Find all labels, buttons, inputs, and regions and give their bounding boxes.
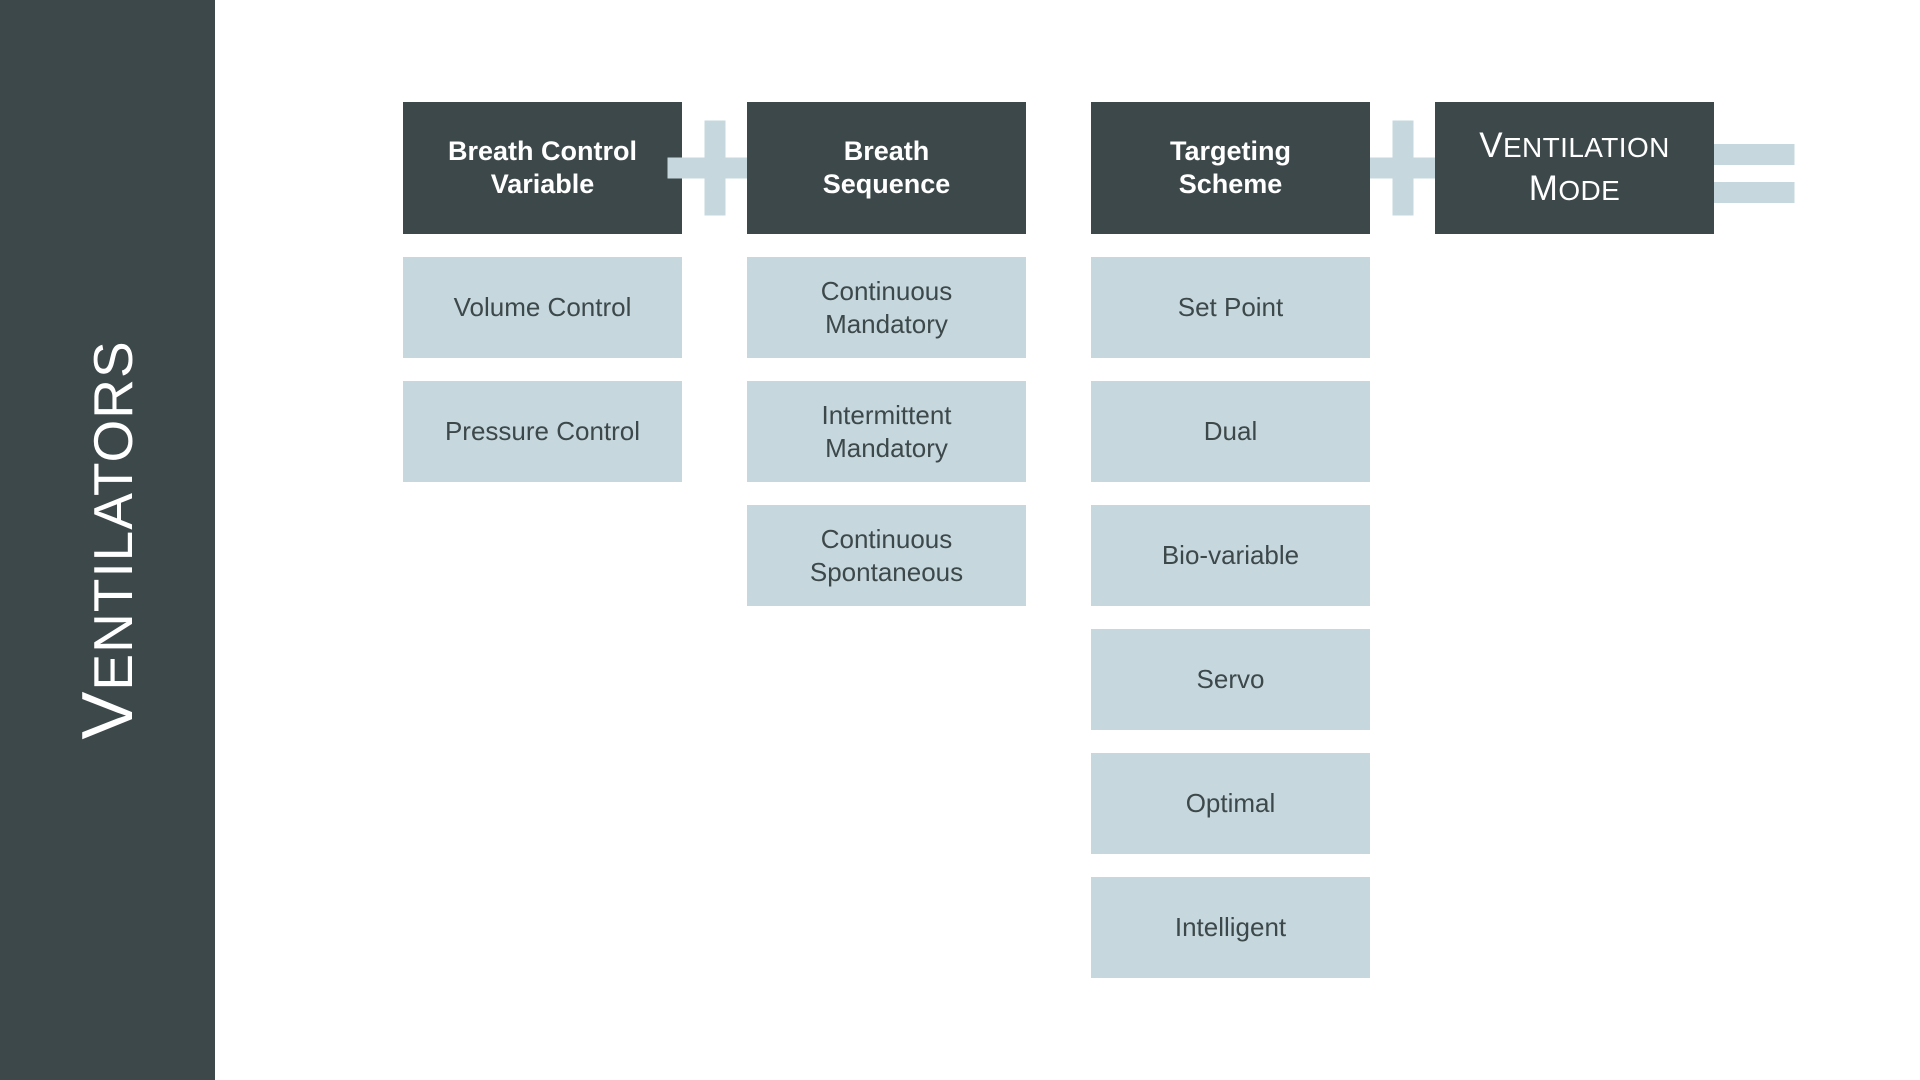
list-item[interactable]: Dual: [1091, 381, 1370, 482]
sidebar-title: VENTILATORS: [68, 340, 148, 739]
header-line-1-rest: ENTILATION: [1502, 132, 1670, 164]
column-breath-control-variable: Breath Control Variable Volume Control P…: [403, 102, 682, 505]
header-line-1: Breath: [843, 136, 930, 167]
plus-horizontal-bar: [1355, 157, 1450, 179]
equals-icon: [1699, 102, 1794, 234]
equals-top-bar: [1699, 144, 1794, 165]
list-item-line-2: Spontaneous: [809, 556, 964, 587]
plus-icon-1: [667, 102, 762, 234]
list-item[interactable]: Bio-variable: [1091, 505, 1370, 606]
column-ventilation-mode: VENTILATION MODE: [1435, 102, 1714, 234]
list-item[interactable]: Intermittent Mandatory: [747, 381, 1026, 482]
list-item[interactable]: Continuous Mandatory: [747, 257, 1026, 358]
list-item[interactable]: Servo: [1091, 629, 1370, 730]
header-line-1: Targeting: [1170, 136, 1291, 167]
list-item[interactable]: Intelligent: [1091, 877, 1370, 978]
plus-icon-2: [1355, 102, 1450, 234]
header-line-2: Sequence: [822, 169, 951, 199]
list-item-line-1: Intermittent: [821, 400, 952, 430]
column-breath-sequence: Breath Sequence Continuous Mandatory Int…: [747, 102, 1026, 629]
item-list-breath-sequence: Continuous Mandatory Intermittent Mandat…: [747, 257, 1026, 606]
list-item-line-2: Mandatory: [825, 432, 948, 463]
list-item[interactable]: Set Point: [1091, 257, 1370, 358]
ventilation-mode-equation-diagram: Breath Control Variable Volume Control P…: [215, 0, 1920, 1080]
header-line-2: Variable: [490, 169, 595, 199]
list-item-line-2: Mandatory: [825, 308, 948, 339]
item-list-targeting-scheme: Set Point Dual Bio-variable Servo Optima…: [1091, 257, 1370, 978]
list-item-line-1: Continuous: [820, 524, 953, 554]
header-line-2-rest: ODE: [1558, 175, 1621, 206]
header-line-2-first-letter: M: [1528, 169, 1559, 208]
column-header-breath-control-variable[interactable]: Breath Control Variable: [403, 102, 682, 234]
equals-bottom-bar: [1699, 182, 1794, 203]
list-item[interactable]: Continuous Spontaneous: [747, 505, 1026, 606]
plus-horizontal-bar: [667, 157, 762, 179]
list-item[interactable]: Pressure Control: [403, 381, 682, 482]
list-item[interactable]: Volume Control: [403, 257, 682, 358]
sidebar: VENTILATORS: [0, 0, 215, 1080]
item-list-breath-control-variable: Volume Control Pressure Control: [403, 257, 682, 482]
header-line-1-first-letter: V: [1479, 126, 1503, 166]
header-line-2: Scheme: [1178, 169, 1283, 199]
header-line-1: VENTILATION: [1479, 125, 1670, 168]
column-targeting-scheme: Targeting Scheme Set Point Dual Bio-vari…: [1091, 102, 1370, 1001]
sidebar-title-rest: ENTILATORS: [81, 340, 144, 691]
header-line-2: MODE: [1479, 168, 1670, 211]
column-header-targeting-scheme[interactable]: Targeting Scheme: [1091, 102, 1370, 234]
column-header-ventilation-mode[interactable]: VENTILATION MODE: [1435, 102, 1714, 234]
list-item-line-1: Continuous: [820, 276, 953, 306]
column-header-breath-sequence[interactable]: Breath Sequence: [747, 102, 1026, 234]
sidebar-title-first-letter: V: [67, 690, 148, 740]
header-line-1: Breath Control: [448, 136, 637, 167]
list-item[interactable]: Optimal: [1091, 753, 1370, 854]
